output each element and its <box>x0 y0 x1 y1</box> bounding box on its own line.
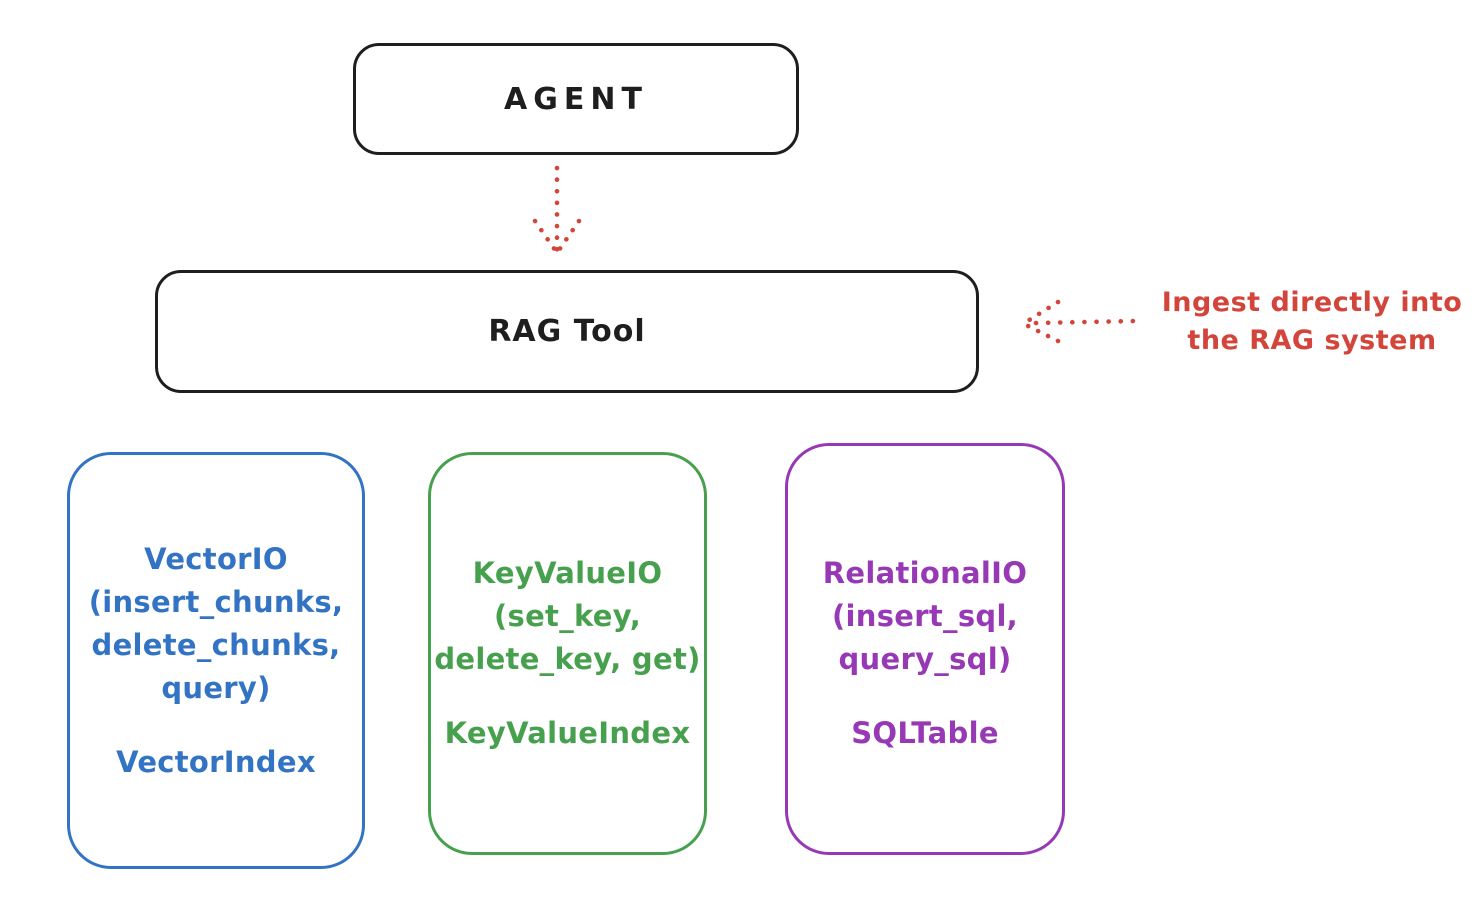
ingest-annotation-arrow <box>1023 299 1138 344</box>
io-line: VectorIO <box>144 542 288 576</box>
ingest-annotation-line1: Ingest directly into <box>1161 287 1463 318</box>
io-line: query) <box>161 671 271 705</box>
rag-tool-node-label: RAG Tool <box>488 314 646 349</box>
index-label: SQLTable <box>851 716 999 750</box>
io-line: (insert_sql, <box>831 599 1018 633</box>
agent-to-ragtool-arrow <box>532 165 582 253</box>
rag-tool-node: RAG Tool <box>155 270 979 393</box>
index-label: KeyValueIndex <box>444 716 691 750</box>
io-line: query_sql) <box>838 642 1012 676</box>
agent-node-label: AGENT <box>504 81 648 117</box>
io-line: (set_key, <box>493 599 642 633</box>
ingest-annotation-line2: the RAG system <box>1187 325 1437 356</box>
ingest-annotation: Ingest directly into the RAG system <box>1140 284 1484 360</box>
io-line: delete_chunks, <box>91 628 341 662</box>
io-line: delete_key, get) <box>434 642 701 676</box>
vector-io-card: VectorIO (insert_chunks, delete_chunks, … <box>67 452 365 869</box>
relational-io-card: RelationalIO (insert_sql, query_sql) SQL… <box>785 443 1065 855</box>
io-line: (insert_chunks, <box>88 585 344 619</box>
index-label: VectorIndex <box>116 745 316 779</box>
keyvalue-io-card: KeyValueIO (set_key, delete_key, get) Ke… <box>428 452 707 855</box>
agent-node: AGENT <box>353 43 799 155</box>
io-line: RelationalIO <box>822 556 1028 590</box>
io-line: KeyValueIO <box>472 556 663 590</box>
